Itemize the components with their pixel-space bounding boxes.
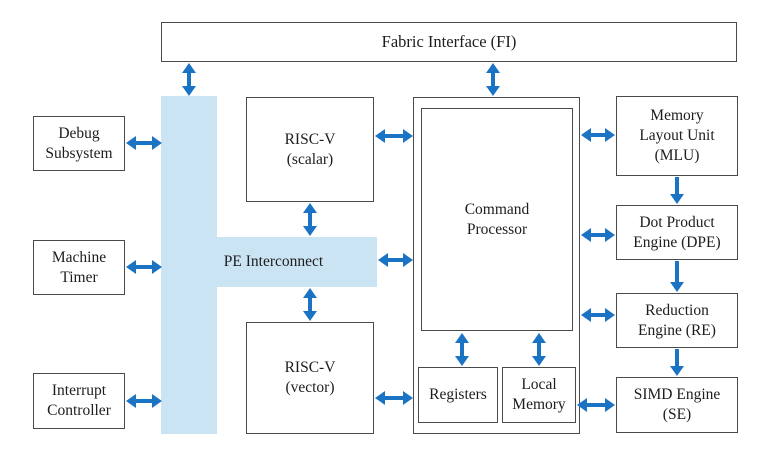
pe-interconnect-vertical-bar xyxy=(161,96,217,434)
arrow-fi-pe-interconnect xyxy=(180,63,198,96)
reduction-engine-block: Reduction Engine (RE) xyxy=(616,293,738,348)
arrow-riscv-vector-command-processor xyxy=(375,389,413,407)
dot-product-engine-block: Dot Product Engine (DPE) xyxy=(616,205,738,260)
registers-block: Registers xyxy=(418,367,498,423)
simd-engine-block: SIMD Engine (SE) xyxy=(616,377,738,433)
command-processor-block: Command Processor xyxy=(421,108,573,331)
debug-subsystem-block: Debug Subsystem xyxy=(33,116,125,171)
pe-interconnect-label: PE Interconnect xyxy=(223,253,324,270)
fabric-interface-block: Fabric Interface (FI) xyxy=(161,22,737,62)
arrow-dpe-to-re xyxy=(668,261,686,292)
arrow-pe-interconnect-riscv-vector xyxy=(301,288,319,321)
riscv-scalar-block: RISC-V (scalar) xyxy=(246,97,374,202)
memory-layout-unit-block: Memory Layout Unit (MLU) xyxy=(616,96,738,176)
arrow-command-processor-local-memory xyxy=(530,333,548,366)
arrow-pe-interconnect-command-processor xyxy=(378,251,413,269)
interrupt-controller-block: Interrupt Controller xyxy=(33,373,125,429)
machine-timer-block: Machine Timer xyxy=(33,240,125,295)
arrow-mlu-to-dpe xyxy=(668,177,686,204)
riscv-vector-block: RISC-V (vector) xyxy=(246,322,374,434)
arrow-command-processor-re xyxy=(581,306,615,324)
arrow-debug-subsystem-pe-interconnect xyxy=(126,134,162,152)
arrow-command-processor-mlu xyxy=(581,126,615,144)
local-memory-block: Local Memory xyxy=(502,367,576,423)
arrow-riscv-scalar-command-processor xyxy=(375,127,413,145)
arrow-riscv-scalar-pe-interconnect xyxy=(301,203,319,236)
pe-interconnect-horizontal-bar xyxy=(217,237,377,287)
arrow-local-memory-simd-engine xyxy=(577,396,615,414)
arrow-fi-command-processor xyxy=(484,63,502,96)
arrow-interrupt-controller-pe-interconnect xyxy=(126,392,162,410)
arrow-machine-timer-pe-interconnect xyxy=(126,258,162,276)
arrow-command-processor-dpe xyxy=(581,226,615,244)
arrow-re-to-se xyxy=(668,349,686,376)
arrow-command-processor-registers xyxy=(453,333,471,366)
